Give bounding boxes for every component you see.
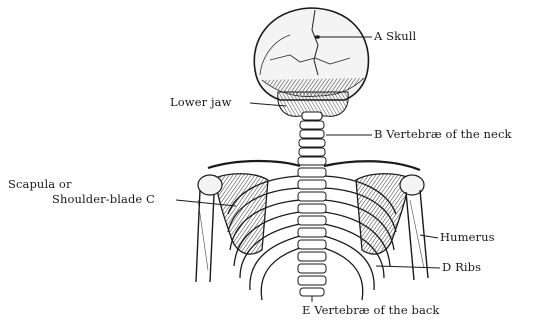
back-vertebrae	[298, 168, 326, 296]
label-lower-jaw: Lower jaw	[170, 96, 232, 109]
label-skull: A Skull	[374, 30, 416, 43]
label-neck-vertebrae: B Vertebræ of the neck	[374, 128, 512, 141]
humerus-left	[196, 175, 222, 282]
label-back-vertebrae: E Vertebræ of the back	[302, 304, 440, 317]
neck-vertebrae	[298, 112, 326, 165]
label-ribs: D Ribs	[442, 261, 481, 274]
leader-humerus	[420, 235, 438, 238]
label-scapula-line1: Scapula or	[8, 178, 72, 191]
humerus-right	[400, 175, 428, 280]
label-scapula-line2: Shoulder-blade C	[52, 193, 155, 206]
leader-ribs	[376, 266, 440, 268]
skull	[254, 8, 368, 100]
label-humerus: Humerus	[440, 231, 495, 244]
